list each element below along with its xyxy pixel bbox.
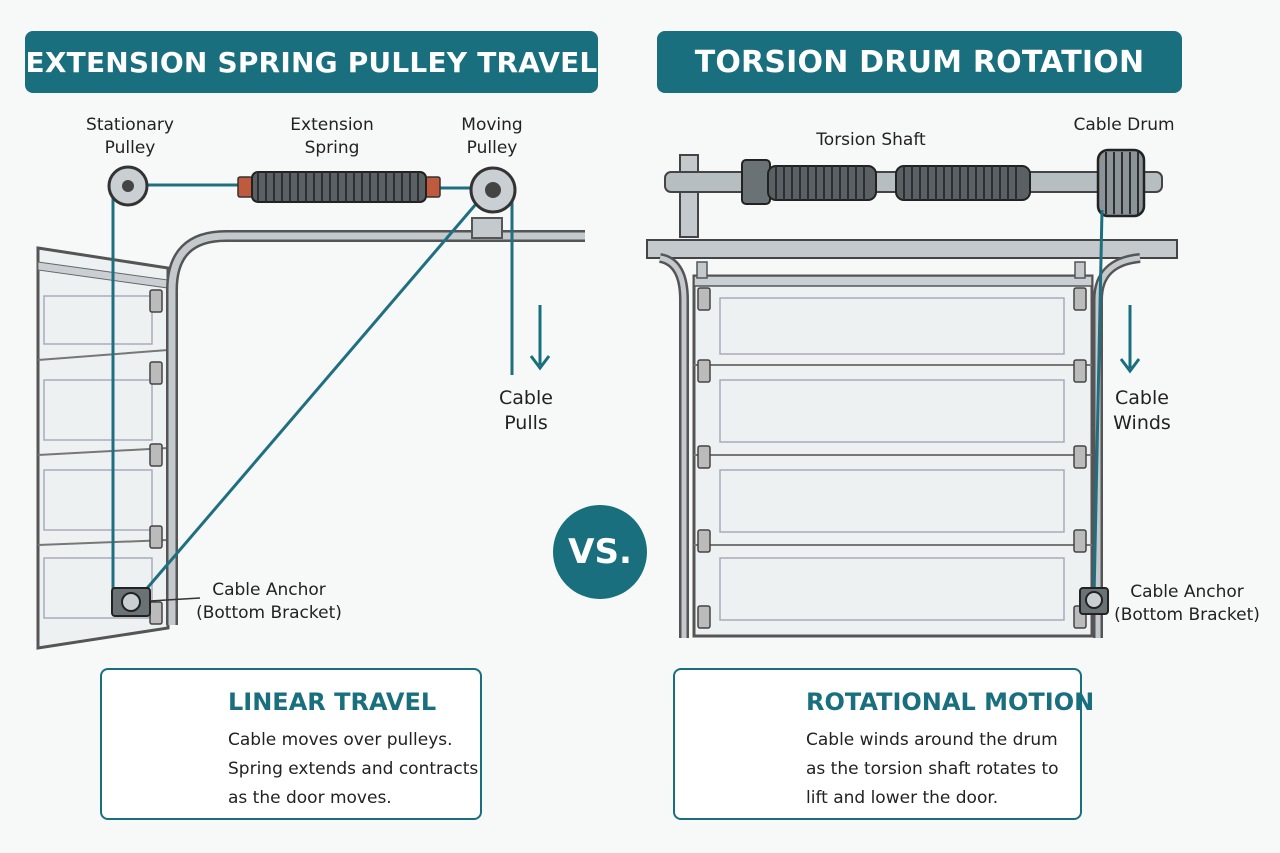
end-bracket [679, 154, 699, 238]
right-cable-anchor [1079, 587, 1109, 615]
label-line: Cable Anchor [212, 580, 326, 600]
cable-drum [1096, 148, 1146, 218]
label-line: Stationary [86, 115, 174, 135]
label-cable-drum: Cable Drum [1073, 115, 1175, 135]
label-line: (Bottom Bracket) [196, 603, 342, 623]
header-beam [646, 239, 1178, 259]
label-line: (Bottom Bracket) [1114, 605, 1260, 625]
card-line: lift and lower the door. [806, 788, 999, 808]
card-title: LINEAR TRAVEL [228, 688, 437, 716]
label-line: Cable Anchor [1130, 582, 1244, 602]
label-cable-winds: Cable Winds [1106, 386, 1178, 436]
cable-wind-arrow-icon [1119, 305, 1141, 374]
left-door [36, 246, 170, 650]
label-line: Winds [1113, 412, 1171, 434]
label-line: Pulley [104, 138, 156, 158]
left-cable-anchor [111, 587, 201, 617]
cable-segment [135, 203, 478, 601]
extension-system-diagram [36, 165, 585, 650]
moving-pulley [469, 166, 517, 214]
label-extension-spring: Extension Spring [280, 114, 384, 160]
right-door [692, 261, 1094, 638]
label-right-cable-anchor: Cable Anchor (Bottom Bracket) [1114, 581, 1260, 627]
card-line: as the torsion shaft rotates to [806, 759, 1059, 779]
label-line: Extension [290, 115, 374, 135]
right-section-title: TORSION DRUM ROTATION [657, 31, 1182, 93]
right-door-hinges [697, 287, 1087, 629]
vs-badge: VS. [553, 505, 647, 599]
left-track [166, 217, 585, 625]
card-description: Cable winds around the drum as the torsi… [806, 726, 1059, 813]
label-line: Cable [1115, 387, 1169, 409]
torsion-system-diagram [646, 148, 1178, 638]
cable-pull-arrow-icon [529, 305, 551, 371]
label-left-cable-anchor: Cable Anchor (Bottom Bracket) [196, 579, 342, 625]
extension-spring [237, 171, 441, 203]
label-torsion-shaft: Torsion Shaft [816, 130, 926, 150]
card-title: ROTATIONAL MOTION [806, 688, 1095, 716]
card-line: Cable moves over pulleys. [228, 730, 453, 750]
label-cable-pulls: Cable Pulls [490, 386, 562, 436]
label-moving-pulley: Moving Pulley [448, 114, 536, 160]
label-line: Spring [304, 138, 360, 158]
card-line: as the door moves. [228, 788, 392, 808]
card-line: Spring extends and contracts [228, 759, 479, 779]
left-section-title: EXTENSION SPRING PULLEY TRAVEL [25, 31, 598, 93]
torsion-cable [1092, 209, 1104, 599]
card-description: Cable moves over pulleys. Spring extends… [228, 726, 478, 813]
torsion-springs [741, 159, 1031, 205]
rotational-motion-card: ROTATIONAL MOTION Cable winds around the… [673, 668, 1094, 820]
linear-travel-card: LINEAR TRAVEL Cable moves over pulleys. … [100, 668, 482, 820]
left-cables [111, 183, 514, 601]
label-line: Moving [461, 115, 523, 135]
label-stationary-pulley: Stationary Pulley [78, 114, 182, 160]
label-line: Cable [499, 387, 553, 409]
right-tracks [658, 253, 1141, 638]
label-line: Pulley [466, 138, 518, 158]
label-line: Pulls [504, 412, 548, 434]
card-line: Cable winds around the drum [806, 730, 1058, 750]
stationary-pulley [107, 165, 149, 207]
